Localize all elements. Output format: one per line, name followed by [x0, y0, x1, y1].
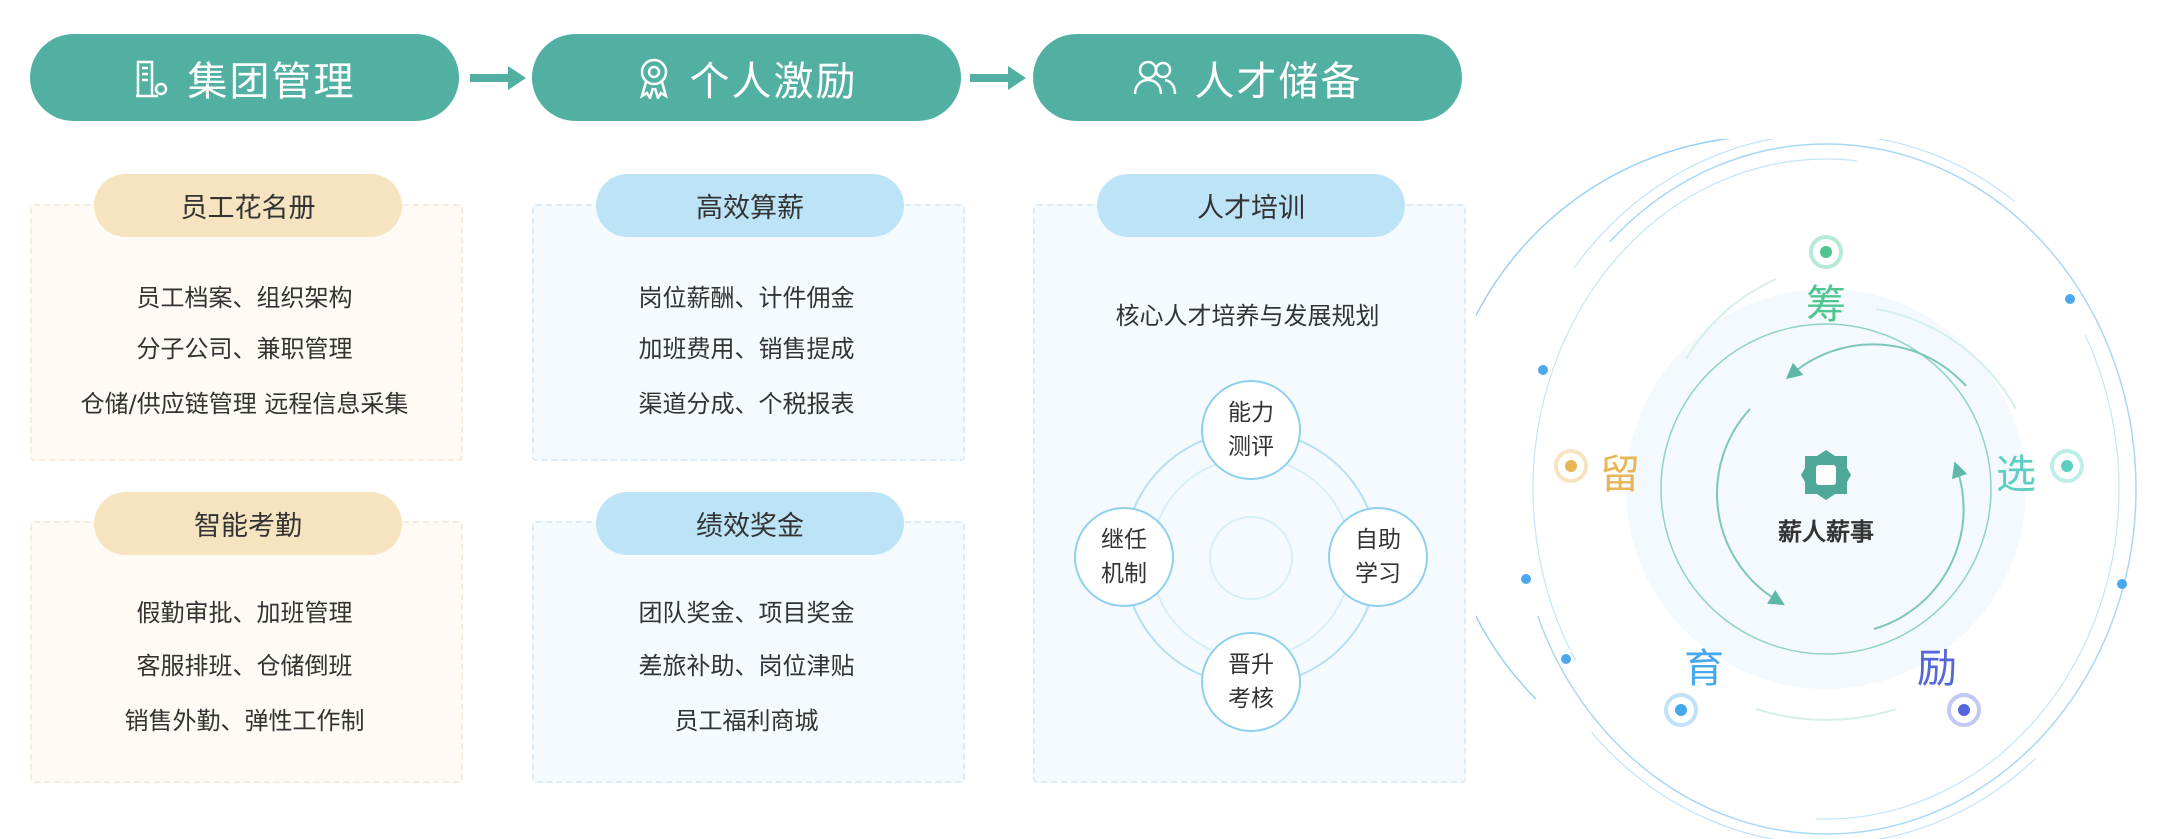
talent-training-tag: 人才培训 [1097, 174, 1405, 237]
training-node-self-learning: 自助学习 [1328, 507, 1428, 607]
cycle-label: 筹 [1806, 282, 1846, 328]
flow-step-group-management: 集团管理 [30, 34, 459, 121]
target-dot-icon [2050, 449, 2084, 483]
feature-line: 客服排班、仓储倒班 [136, 652, 353, 680]
feature-line: 团队奖金、项目奖金 [638, 599, 855, 627]
performance-bonus-tag: 绩效奖金 [596, 492, 904, 555]
brand-name: 薪人薪事 [1778, 518, 1874, 546]
talent-training-subtitle: 核心人才培养与发展规划 [1115, 302, 1380, 330]
cycle-label: 育 [1684, 646, 1724, 692]
performance-bonus-card [532, 521, 965, 783]
flow-step-label: 人才储备 [1194, 58, 1363, 105]
training-node-promotion: 晋升考核 [1201, 632, 1301, 732]
node-text: 测评 [1228, 434, 1274, 460]
smart-attendance-card [30, 521, 463, 783]
node-text: 继任 [1101, 527, 1147, 553]
feature-line: 销售外勤、弹性工作制 [124, 707, 365, 735]
flow-step-personal-incentive: 个人激励 [532, 34, 961, 121]
node-text: 学习 [1355, 561, 1401, 587]
employee-roster-card [30, 204, 463, 461]
feature-line: 岗位薪酬、计件佣金 [638, 284, 855, 312]
cycle-label: 留 [1600, 452, 1640, 498]
feature-line: 假勤审批、加班管理 [136, 599, 353, 627]
node-text: 晋升 [1228, 652, 1274, 678]
payroll-tag: 高效算薪 [596, 174, 904, 237]
target-dot-icon [1664, 693, 1698, 727]
training-node-succession: 继任机制 [1074, 507, 1174, 607]
payroll-card [532, 204, 965, 461]
target-dot-icon [1809, 235, 1843, 269]
brand-logo-icon [1801, 450, 1851, 500]
feature-line: 员工福利商城 [674, 707, 819, 735]
employee-roster-tag: 员工花名册 [94, 174, 402, 237]
award-icon [639, 58, 668, 99]
target-dot-icon [1554, 449, 1588, 483]
arrow-right-icon [470, 66, 526, 90]
cycle-label: 励 [1917, 646, 1957, 692]
arrow-right-icon [970, 66, 1026, 90]
training-node-assessment: 能力测评 [1201, 380, 1301, 480]
feature-line: 仓储/供应链管理 远程信息采集 [80, 390, 409, 418]
node-text: 考核 [1228, 686, 1274, 712]
node-text: 能力 [1228, 400, 1274, 426]
feature-line: 渠道分成、个税报表 [638, 390, 855, 418]
target-dot-icon [1947, 693, 1981, 727]
flow-step-label: 个人激励 [689, 58, 858, 105]
feature-line: 分子公司、兼职管理 [136, 335, 353, 363]
building-gear-icon [135, 60, 167, 97]
feature-line: 加班费用、销售提成 [638, 335, 855, 363]
feature-line: 差旅补助、岗位津贴 [638, 652, 855, 680]
cycle-label: 选 [1996, 452, 2036, 498]
node-text: 机制 [1101, 561, 1147, 587]
flow-step-talent-reserve: 人才储备 [1033, 34, 1462, 121]
feature-line: 员工档案、组织架构 [136, 284, 353, 312]
flow-step-label: 集团管理 [187, 58, 356, 105]
users-icon [1133, 60, 1176, 94]
smart-attendance-tag: 智能考勤 [94, 492, 402, 555]
node-text: 自助 [1355, 527, 1401, 553]
